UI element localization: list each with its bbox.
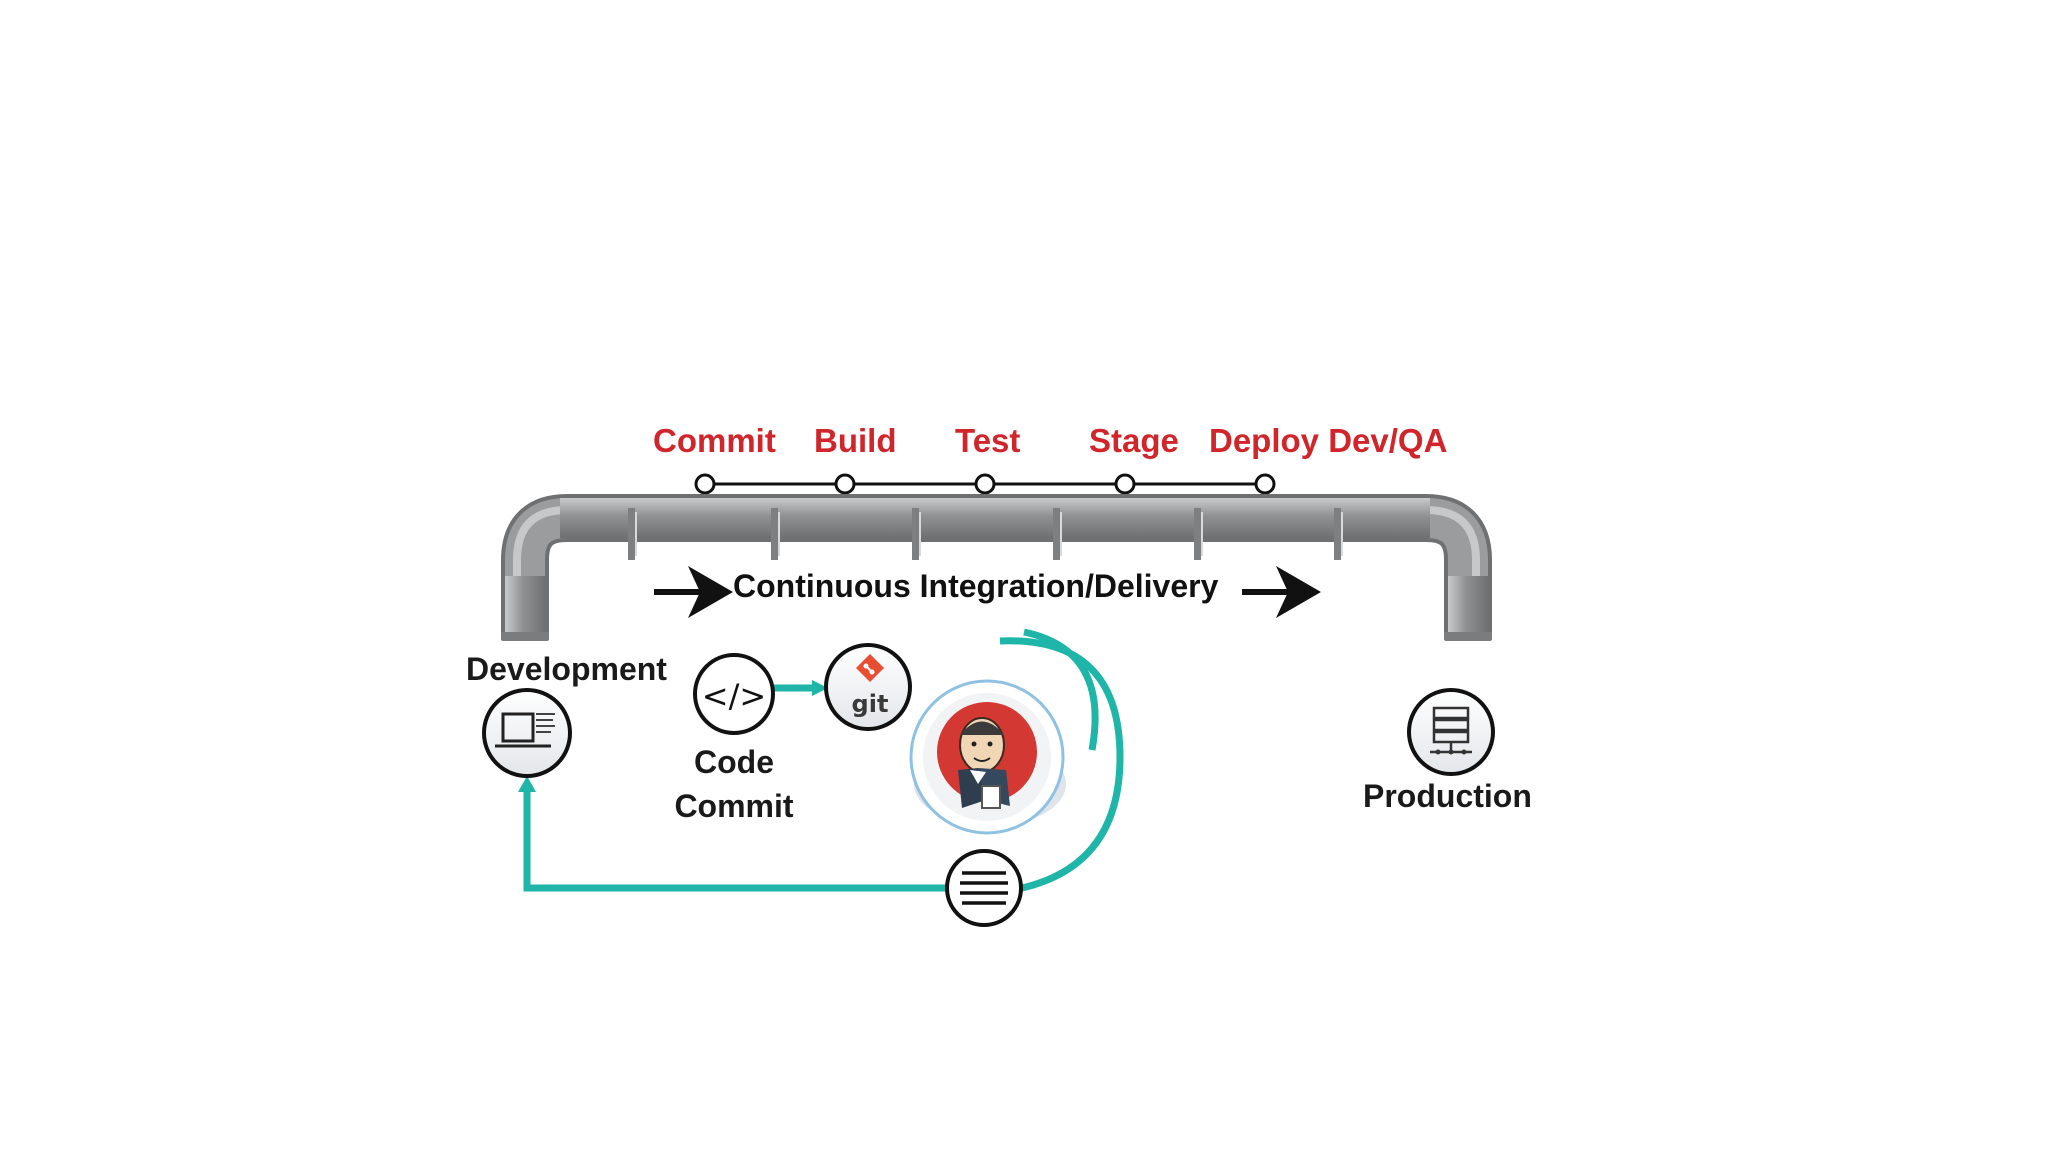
svg-text:git: git [852, 690, 889, 718]
code-commit-label-line1: Code [694, 744, 774, 780]
svg-text:</>: </> [702, 677, 766, 715]
arrow-right-icon [1242, 566, 1321, 618]
stage-label-build: Build [814, 422, 897, 459]
stage-dot-test [974, 473, 996, 495]
stage-dot-deploy [1254, 473, 1276, 495]
pipeline-label: Continuous Integration/Delivery [733, 568, 1219, 604]
stage-dot-commit [694, 473, 716, 495]
stage-dot-build [834, 473, 856, 495]
stage-timeline [694, 473, 1276, 495]
stage-label-stage: Stage [1089, 422, 1179, 459]
code-commit-label: Code Commit [664, 740, 804, 828]
pipeline-pipe [501, 494, 1492, 641]
feedback-loop [523, 628, 1124, 892]
arrow-left-icon [654, 566, 733, 618]
git-icon: git [824, 643, 912, 731]
laptop-icon [482, 688, 572, 778]
production-label: Production [1363, 778, 1532, 814]
stage-label-deploy: Deploy Dev/QA [1209, 422, 1448, 459]
code-commit-label-line2: Commit [674, 788, 794, 824]
stage-label-test: Test [955, 422, 1021, 459]
server-icon [1407, 688, 1495, 776]
commit-arrowhead-icon [812, 680, 828, 696]
menu-icon [945, 849, 1023, 927]
stage-label-commit: Commit [653, 422, 776, 459]
jenkins-icon [909, 679, 1066, 835]
development-label: Development [466, 651, 667, 687]
code-icon: </> [693, 653, 775, 735]
loop-arrowhead-icon [518, 776, 536, 792]
stage-dot-stage [1114, 473, 1136, 495]
